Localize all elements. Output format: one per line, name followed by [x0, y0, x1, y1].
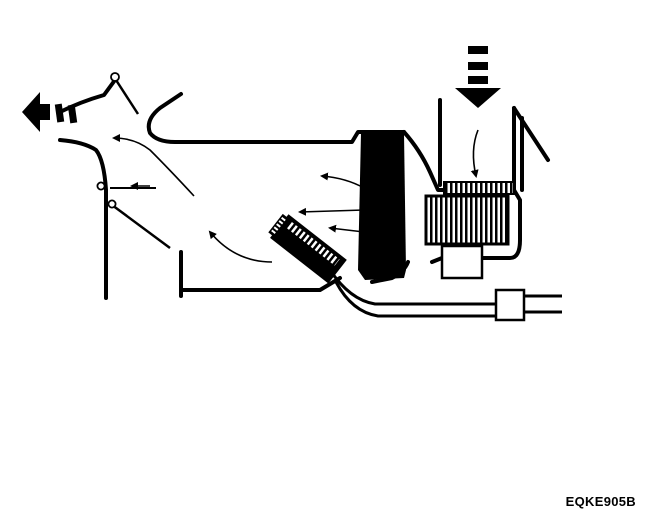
intake-door [512, 106, 550, 192]
blower-wheel [424, 181, 515, 246]
evaporator-core [358, 133, 406, 280]
mode-door [110, 72, 140, 115]
heater-core [268, 213, 347, 284]
intake-airflow-icon [455, 46, 501, 108]
coolant-pipe [328, 269, 562, 322]
blend-door [96, 181, 171, 250]
airflow-arrow [112, 129, 479, 263]
figure-reference-code: EQKE905B [565, 494, 636, 509]
outlet-airflow-icon [22, 92, 78, 132]
blower-motor [440, 244, 484, 280]
